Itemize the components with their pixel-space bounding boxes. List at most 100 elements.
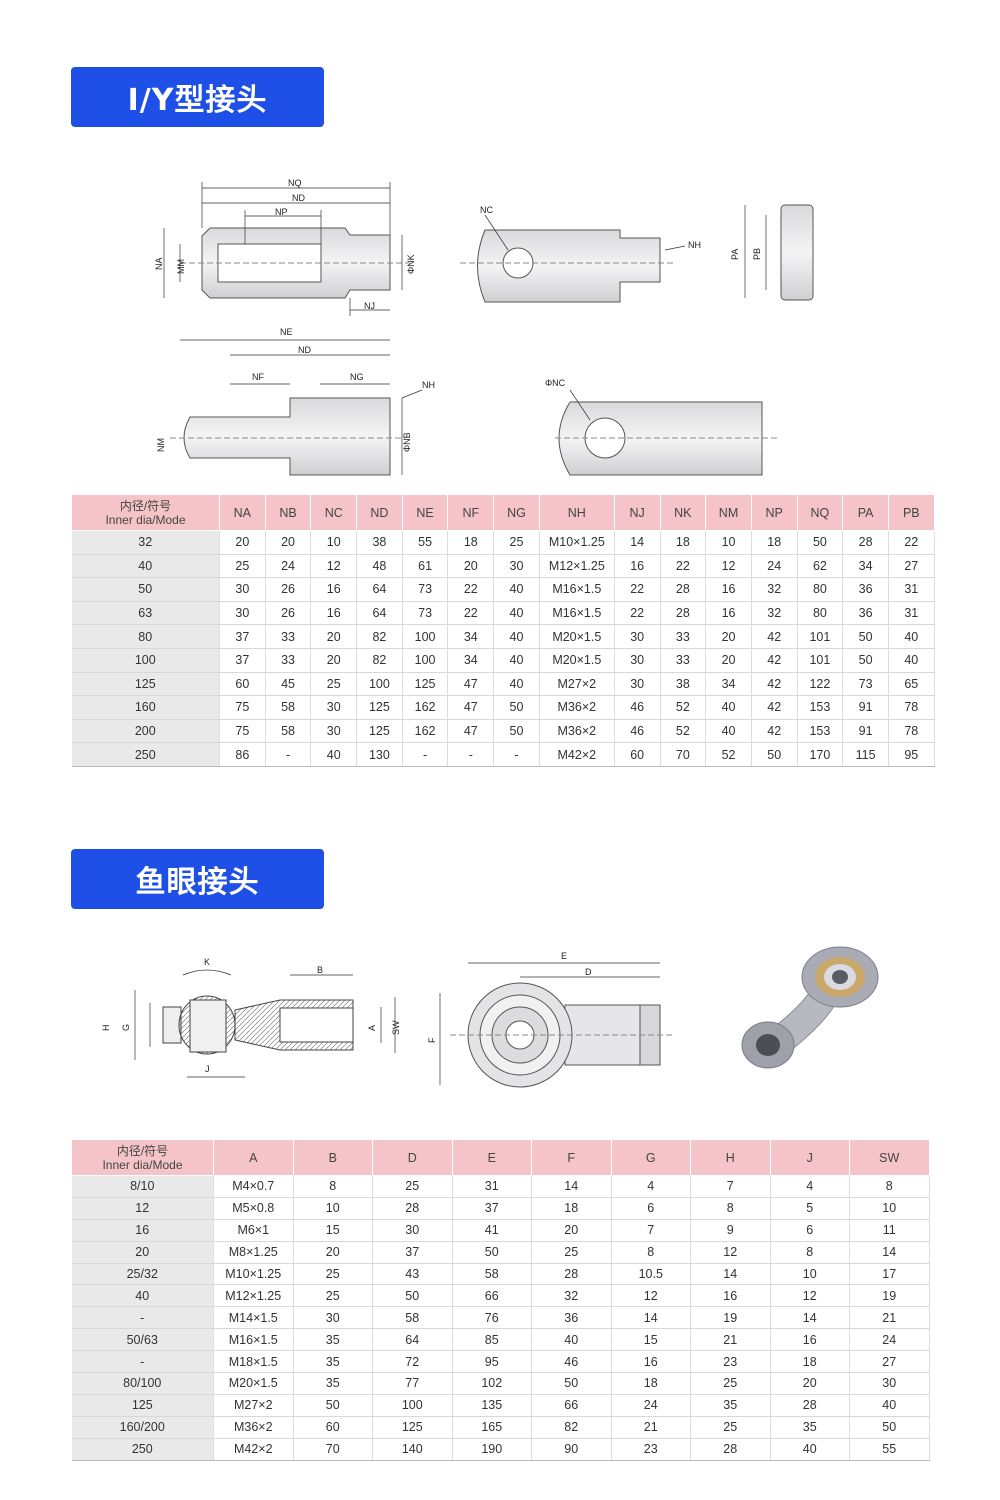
value-cell: 25 bbox=[310, 672, 358, 697]
value-cell: 26 bbox=[265, 601, 312, 626]
value-cell: M27×2 bbox=[213, 1394, 294, 1417]
value-cell: 18 bbox=[770, 1350, 850, 1374]
svg-text:ND: ND bbox=[298, 345, 311, 355]
value-cell: 7 bbox=[611, 1219, 691, 1242]
value-cell: 95 bbox=[888, 742, 935, 767]
value-cell: 30 bbox=[614, 624, 661, 649]
value-cell: 40 bbox=[705, 695, 752, 720]
value-cell: 12 bbox=[705, 554, 752, 579]
value-cell: 16 bbox=[310, 601, 358, 626]
value-cell: 47 bbox=[447, 719, 495, 744]
value-cell: 4 bbox=[611, 1175, 691, 1198]
value-cell: 40 bbox=[531, 1328, 612, 1352]
value-cell: 70 bbox=[293, 1438, 373, 1461]
value-cell: 100 bbox=[372, 1394, 453, 1417]
value-cell: 21 bbox=[849, 1306, 930, 1330]
value-cell: 52 bbox=[705, 742, 752, 767]
value-cell: 24 bbox=[849, 1328, 930, 1352]
value-cell: 33 bbox=[265, 648, 312, 673]
value-cell: 40 bbox=[493, 601, 540, 626]
value-cell: 28 bbox=[660, 577, 707, 602]
y-clevis-top-view bbox=[180, 227, 410, 299]
value-cell: 18 bbox=[660, 530, 707, 555]
svg-text:D: D bbox=[585, 967, 592, 977]
value-cell: 12 bbox=[690, 1241, 771, 1264]
model-cell: 25/32 bbox=[71, 1263, 214, 1286]
value-cell: 47 bbox=[447, 695, 495, 720]
value-cell: 65 bbox=[888, 672, 935, 697]
value-cell: 91 bbox=[842, 719, 889, 744]
value-cell: 14 bbox=[849, 1241, 930, 1264]
value-cell: M20×1.5 bbox=[539, 648, 615, 673]
value-cell: 55 bbox=[849, 1438, 930, 1461]
column-header: NH bbox=[538, 494, 615, 531]
svg-text:NH: NH bbox=[688, 240, 701, 250]
value-cell: 8 bbox=[293, 1175, 373, 1198]
value-cell: 35 bbox=[293, 1350, 373, 1374]
value-cell: 50 bbox=[842, 624, 889, 649]
value-cell: 82 bbox=[531, 1416, 612, 1439]
value-cell: 33 bbox=[660, 624, 707, 649]
value-cell: M20×1.5 bbox=[213, 1372, 294, 1395]
value-cell: M36×2 bbox=[213, 1416, 294, 1439]
value-cell: 190 bbox=[452, 1438, 532, 1461]
value-cell: 36 bbox=[842, 601, 889, 626]
value-cell: 40 bbox=[705, 719, 752, 744]
column-header: SW bbox=[849, 1139, 930, 1176]
value-cell: 28 bbox=[770, 1394, 850, 1417]
value-cell: 14 bbox=[770, 1306, 850, 1330]
value-cell: 50 bbox=[842, 648, 889, 673]
value-cell: 30 bbox=[493, 554, 540, 579]
value-cell: 42 bbox=[751, 695, 798, 720]
value-cell: 50 bbox=[493, 719, 540, 744]
value-cell: 28 bbox=[690, 1438, 771, 1461]
value-cell: 40 bbox=[888, 648, 935, 673]
value-cell: 162 bbox=[402, 695, 449, 720]
value-cell: 125 bbox=[356, 719, 403, 744]
value-cell: 50 bbox=[293, 1394, 373, 1417]
value-cell: 40 bbox=[770, 1438, 850, 1461]
svg-text:F: F bbox=[427, 1037, 437, 1043]
value-cell: 52 bbox=[660, 695, 707, 720]
column-header: PA bbox=[842, 494, 889, 531]
value-cell: 35 bbox=[293, 1372, 373, 1395]
svg-text:MM: MM bbox=[176, 259, 186, 274]
value-cell: 55 bbox=[402, 530, 449, 555]
value-cell: 12 bbox=[611, 1284, 691, 1308]
value-cell: 26 bbox=[265, 577, 312, 602]
value-cell: M10×1.25 bbox=[213, 1263, 294, 1286]
model-cell: 40 bbox=[71, 554, 220, 579]
value-cell: 125 bbox=[372, 1416, 453, 1439]
value-cell: 28 bbox=[531, 1263, 612, 1286]
value-cell: 153 bbox=[797, 719, 844, 744]
svg-text:K: K bbox=[204, 957, 210, 967]
value-cell: 14 bbox=[611, 1306, 691, 1330]
value-cell: 40 bbox=[493, 624, 540, 649]
svg-text:H: H bbox=[101, 1025, 111, 1032]
svg-text:NG: NG bbox=[350, 372, 364, 382]
value-cell: 153 bbox=[797, 695, 844, 720]
value-cell: 18 bbox=[751, 530, 798, 555]
value-cell: 16 bbox=[705, 601, 752, 626]
value-cell: 10 bbox=[293, 1197, 373, 1220]
value-cell: 16 bbox=[310, 577, 358, 602]
value-cell: 50 bbox=[452, 1241, 532, 1264]
value-cell: 34 bbox=[842, 554, 889, 579]
value-cell: 10 bbox=[849, 1197, 930, 1220]
value-cell: 40 bbox=[493, 577, 540, 602]
rod-end-drawings: K B H G A SW J E D F bbox=[95, 945, 905, 1095]
value-cell: 82 bbox=[356, 648, 403, 673]
column-header: H bbox=[690, 1139, 771, 1176]
model-cell: - bbox=[71, 1350, 214, 1374]
value-cell: 8 bbox=[849, 1175, 930, 1198]
value-cell: M42×2 bbox=[539, 742, 615, 767]
column-header: B bbox=[292, 1139, 373, 1176]
value-cell: 46 bbox=[614, 695, 661, 720]
model-cell: 50 bbox=[71, 577, 220, 602]
